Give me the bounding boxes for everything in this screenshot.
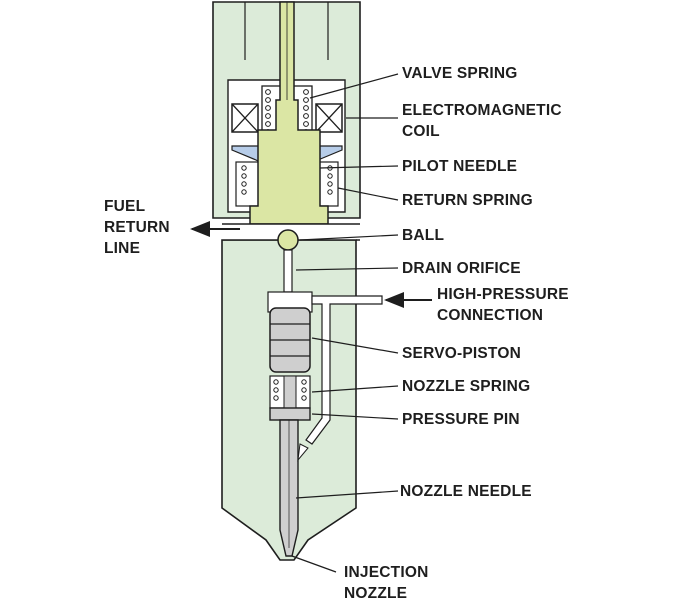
label-ball: BALL	[402, 227, 445, 244]
drain-orifice	[283, 249, 293, 293]
label-high-pressure-connection: HIGH-PRESSURE CONNECTION	[437, 286, 569, 324]
valve-spring	[265, 89, 309, 135]
label-fuel-return-line: FUEL RETURN LINE	[104, 198, 170, 257]
servo-piston	[269, 307, 311, 373]
high-pressure-passage	[305, 295, 383, 445]
nozzle-spring	[273, 379, 307, 401]
label-return-spring: RETURN SPRING	[402, 192, 533, 209]
label-pilot-needle: PILOT NEEDLE	[402, 158, 518, 175]
pressure-pin	[269, 407, 311, 421]
coil-right	[315, 103, 343, 133]
label-nozzle-spring: NOZZLE SPRING	[402, 378, 531, 395]
ball	[277, 229, 299, 251]
coil-left	[231, 103, 259, 133]
label-valve-spring: VALVE SPRING	[402, 65, 518, 82]
return-spring	[241, 165, 333, 195]
label-drain-orifice: DRAIN ORIFICE	[402, 260, 521, 277]
label-pressure-pin: PRESSURE PIN	[402, 411, 520, 428]
label-nozzle-needle: NOZZLE NEEDLE	[400, 483, 532, 500]
label-servo-piston: SERVO-PISTON	[402, 345, 521, 362]
label-electromagnetic-coil: ELECTROMAGNETIC COIL	[402, 102, 562, 140]
label-injection-nozzle: INJECTION NOZZLE	[344, 564, 429, 602]
leader-lines	[291, 73, 399, 573]
